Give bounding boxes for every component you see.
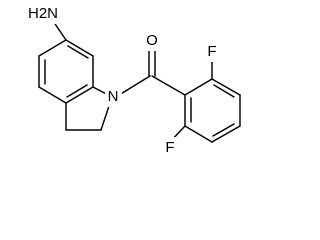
bond-ar2-ar3: [184, 125, 213, 143]
bond-ar3-ar4: [211, 125, 241, 143]
molecule-structure: H2N N O F F: [26, 4, 241, 158]
fluorine-top-label-mask: [204, 43, 220, 62]
bond-c6-c1: [65, 39, 94, 57]
bond-c4-c5: [65, 86, 94, 104]
aromatic-bond-inner-top: [67, 45, 89, 59]
aromatic-bond-inner-bottom: [66, 84, 88, 98]
bond-ar5-ar6: [211, 78, 241, 96]
ring-nitrogen-label: N: [108, 88, 119, 105]
bond-ar6-ar1: [184, 78, 213, 96]
bond-c3-c4: [38, 86, 67, 104]
bond-carbonyl-aryl: [151, 75, 186, 96]
bond-n-carbonyl: [118, 75, 151, 96]
bond-c1-c2: [38, 39, 67, 57]
aromatic-bond-aryl-inner-bottom: [212, 123, 235, 137]
oxygen-label-mask: [143, 31, 161, 51]
nitrogen-label-mask: [105, 87, 122, 107]
carbonyl-oxygen-label: O: [146, 32, 158, 49]
chemical-structure-diagram: H2N N O F F: [26, 4, 241, 158]
fluorine-bottom-label-mask: [162, 137, 178, 158]
fluorine-bottom-label: F: [165, 139, 174, 156]
fluorine-top-label: F: [207, 43, 216, 60]
amine-label-mask: [26, 4, 60, 24]
aromatic-bond-aryl-inner-top: [213, 84, 235, 98]
amine-group-label: H2N: [28, 5, 58, 22]
